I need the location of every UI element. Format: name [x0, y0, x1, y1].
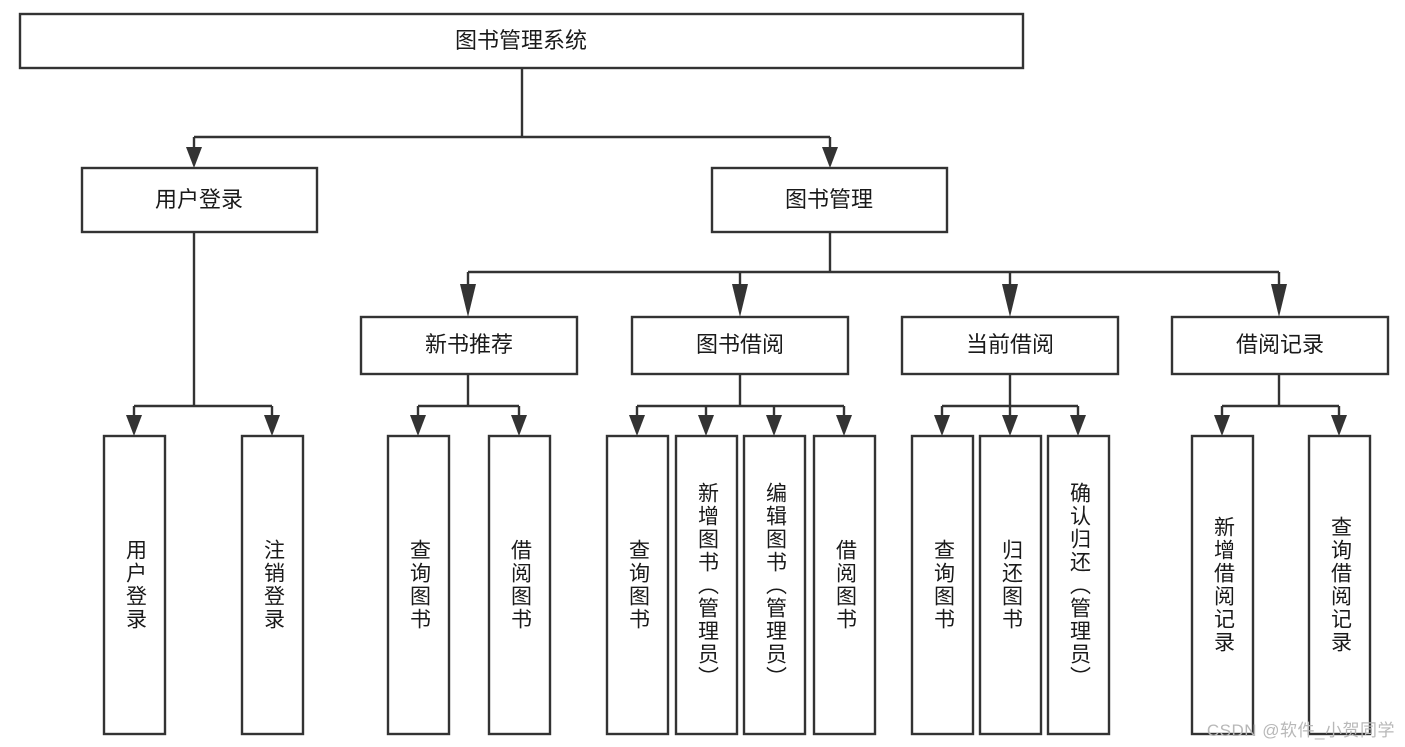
- node-leaf-borrow-book-2-box[interactable]: [812, 434, 877, 736]
- connector-group-user-login: [126, 232, 280, 436]
- arrow-head-leaf-query-record: [1331, 415, 1347, 436]
- arrow-head-leaf-return-book: [1002, 415, 1018, 436]
- arrow-head-book-borrow: [732, 284, 748, 317]
- node-leaf-edit-book-box[interactable]: [742, 434, 807, 736]
- connector-group-root: [186, 68, 838, 168]
- arrow-head-borrow-record: [1271, 284, 1287, 317]
- node-borrow-record-box[interactable]: [1170, 315, 1390, 376]
- arrow-head-leaf-borrow-book-1: [511, 415, 527, 436]
- node-new-book-recommend-box[interactable]: [359, 315, 579, 376]
- node-book-manage-box[interactable]: [710, 166, 949, 234]
- arrow-head-leaf-query-book-3: [934, 415, 950, 436]
- arrow-head-leaf-edit-book: [766, 415, 782, 436]
- connector-group-current-borrow: [934, 374, 1086, 436]
- node-new-book-recommend-label: 新书推荐: [425, 332, 513, 357]
- node-leaf-add-book-box[interactable]: [674, 434, 739, 736]
- node-borrow-record-label: 借阅记录: [1236, 332, 1324, 357]
- arrow-head-leaf-confirm-return: [1070, 415, 1086, 436]
- arrow-head-leaf-borrow-book-2: [836, 415, 852, 436]
- node-leaf-borrow-book-1-box[interactable]: [487, 434, 552, 736]
- arrow-head-new-book-recommend: [460, 284, 476, 317]
- node-leaf-confirm-return-box[interactable]: [1046, 434, 1111, 736]
- node-user-login-label: 用户登录: [155, 187, 243, 212]
- arrow-head-leaf-add-book: [698, 415, 714, 436]
- connector-group-new-book-recommend: [410, 374, 527, 436]
- arrow-head-user-login: [186, 147, 202, 168]
- watermark-text: CSDN @软件_小贺同学: [1206, 721, 1395, 740]
- node-user-login-box[interactable]: [80, 166, 319, 234]
- node-leaf-user-login-box[interactable]: [102, 434, 167, 736]
- node-book-borrow-label: 图书借阅: [696, 332, 784, 357]
- node-leaf-query-book-3-box[interactable]: [910, 434, 975, 736]
- node-current-borrow-label: 当前借阅: [966, 332, 1054, 357]
- node-leaf-logout-login-box[interactable]: [240, 434, 305, 736]
- node-book-borrow-box[interactable]: [630, 315, 850, 376]
- arrow-head-book-manage: [822, 147, 838, 168]
- connector-group-book-borrow: [629, 374, 852, 436]
- connector-group-book-manage: [460, 232, 1287, 317]
- arrow-head-current-borrow: [1002, 284, 1018, 317]
- arrow-head-leaf-query-book-2: [629, 415, 645, 436]
- arrow-head-leaf-add-record: [1214, 415, 1230, 436]
- node-leaf-query-book-2-box[interactable]: [605, 434, 670, 736]
- arrow-head-leaf-query-book-1: [410, 415, 426, 436]
- node-leaf-add-record-box[interactable]: [1190, 434, 1255, 736]
- node-current-borrow-box[interactable]: [900, 315, 1120, 376]
- node-root-label: 图书管理系统: [455, 28, 587, 53]
- node-book-manage-label: 图书管理: [785, 187, 873, 212]
- arrow-head-leaf-user-login: [126, 415, 142, 436]
- arrow-head-leaf-logout-login: [264, 415, 280, 436]
- node-leaf-query-book-1-box[interactable]: [386, 434, 451, 736]
- node-root-box[interactable]: [18, 12, 1025, 70]
- connector-group-borrow-record: [1214, 374, 1347, 436]
- node-leaf-query-record-box[interactable]: [1307, 434, 1372, 736]
- node-leaf-return-book-box[interactable]: [978, 434, 1043, 736]
